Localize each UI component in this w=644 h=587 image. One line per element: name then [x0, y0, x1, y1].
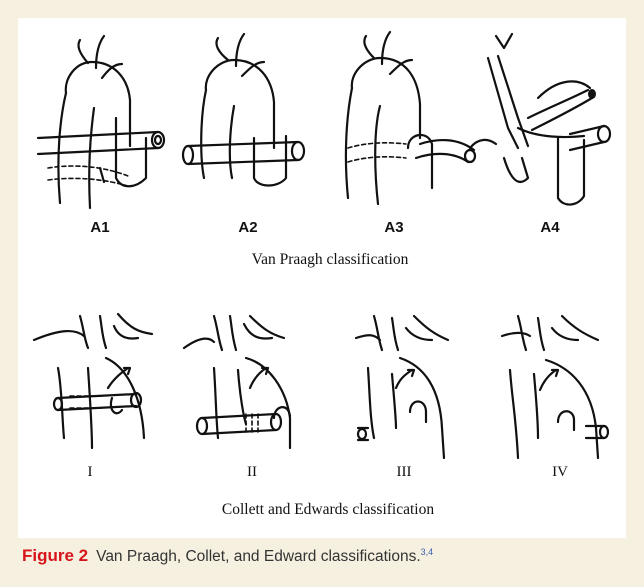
van-praagh-title: Van Praagh classification [252, 251, 409, 268]
van-praagh-type-a1: A1 [90, 219, 109, 236]
classification-diagram: A1 A2 A3 A4 Van Praagh classification [18, 18, 626, 538]
caption-text: Van Praagh, Collet, and Edward classific… [96, 548, 421, 565]
caption-references[interactable]: 3,4 [421, 547, 434, 557]
figure-panel: A1 A2 A3 A4 Van Praagh classification [18, 18, 626, 538]
collett-edwards-type-iii-drawing [356, 316, 448, 458]
van-praagh-a4-drawing [470, 34, 610, 205]
van-praagh-type-a4: A4 [540, 219, 560, 236]
collett-edwards-type-ii-drawing [184, 316, 290, 448]
collett-edwards-type-iv-drawing [502, 316, 608, 458]
collett-edwards-type-i-drawing [34, 314, 152, 448]
collett-edwards-type-i: I [88, 464, 93, 480]
figure-label: Figure 2 [22, 546, 88, 565]
collett-edwards-type-ii: II [247, 464, 257, 480]
van-praagh-a3-drawing [346, 32, 475, 204]
van-praagh-type-a3: A3 [384, 219, 403, 236]
collett-edwards-type-iv: IV [552, 464, 568, 480]
van-praagh-type-a2: A2 [238, 219, 257, 236]
collett-edwards-type-iii: III [397, 464, 412, 480]
collett-edwards-title: Collett and Edwards classification [222, 501, 434, 518]
van-praagh-a1-drawing [38, 36, 164, 208]
figure-caption: Figure 2 Van Praagh, Collet, and Edward c… [22, 546, 622, 566]
van-praagh-a2-drawing [183, 34, 304, 186]
